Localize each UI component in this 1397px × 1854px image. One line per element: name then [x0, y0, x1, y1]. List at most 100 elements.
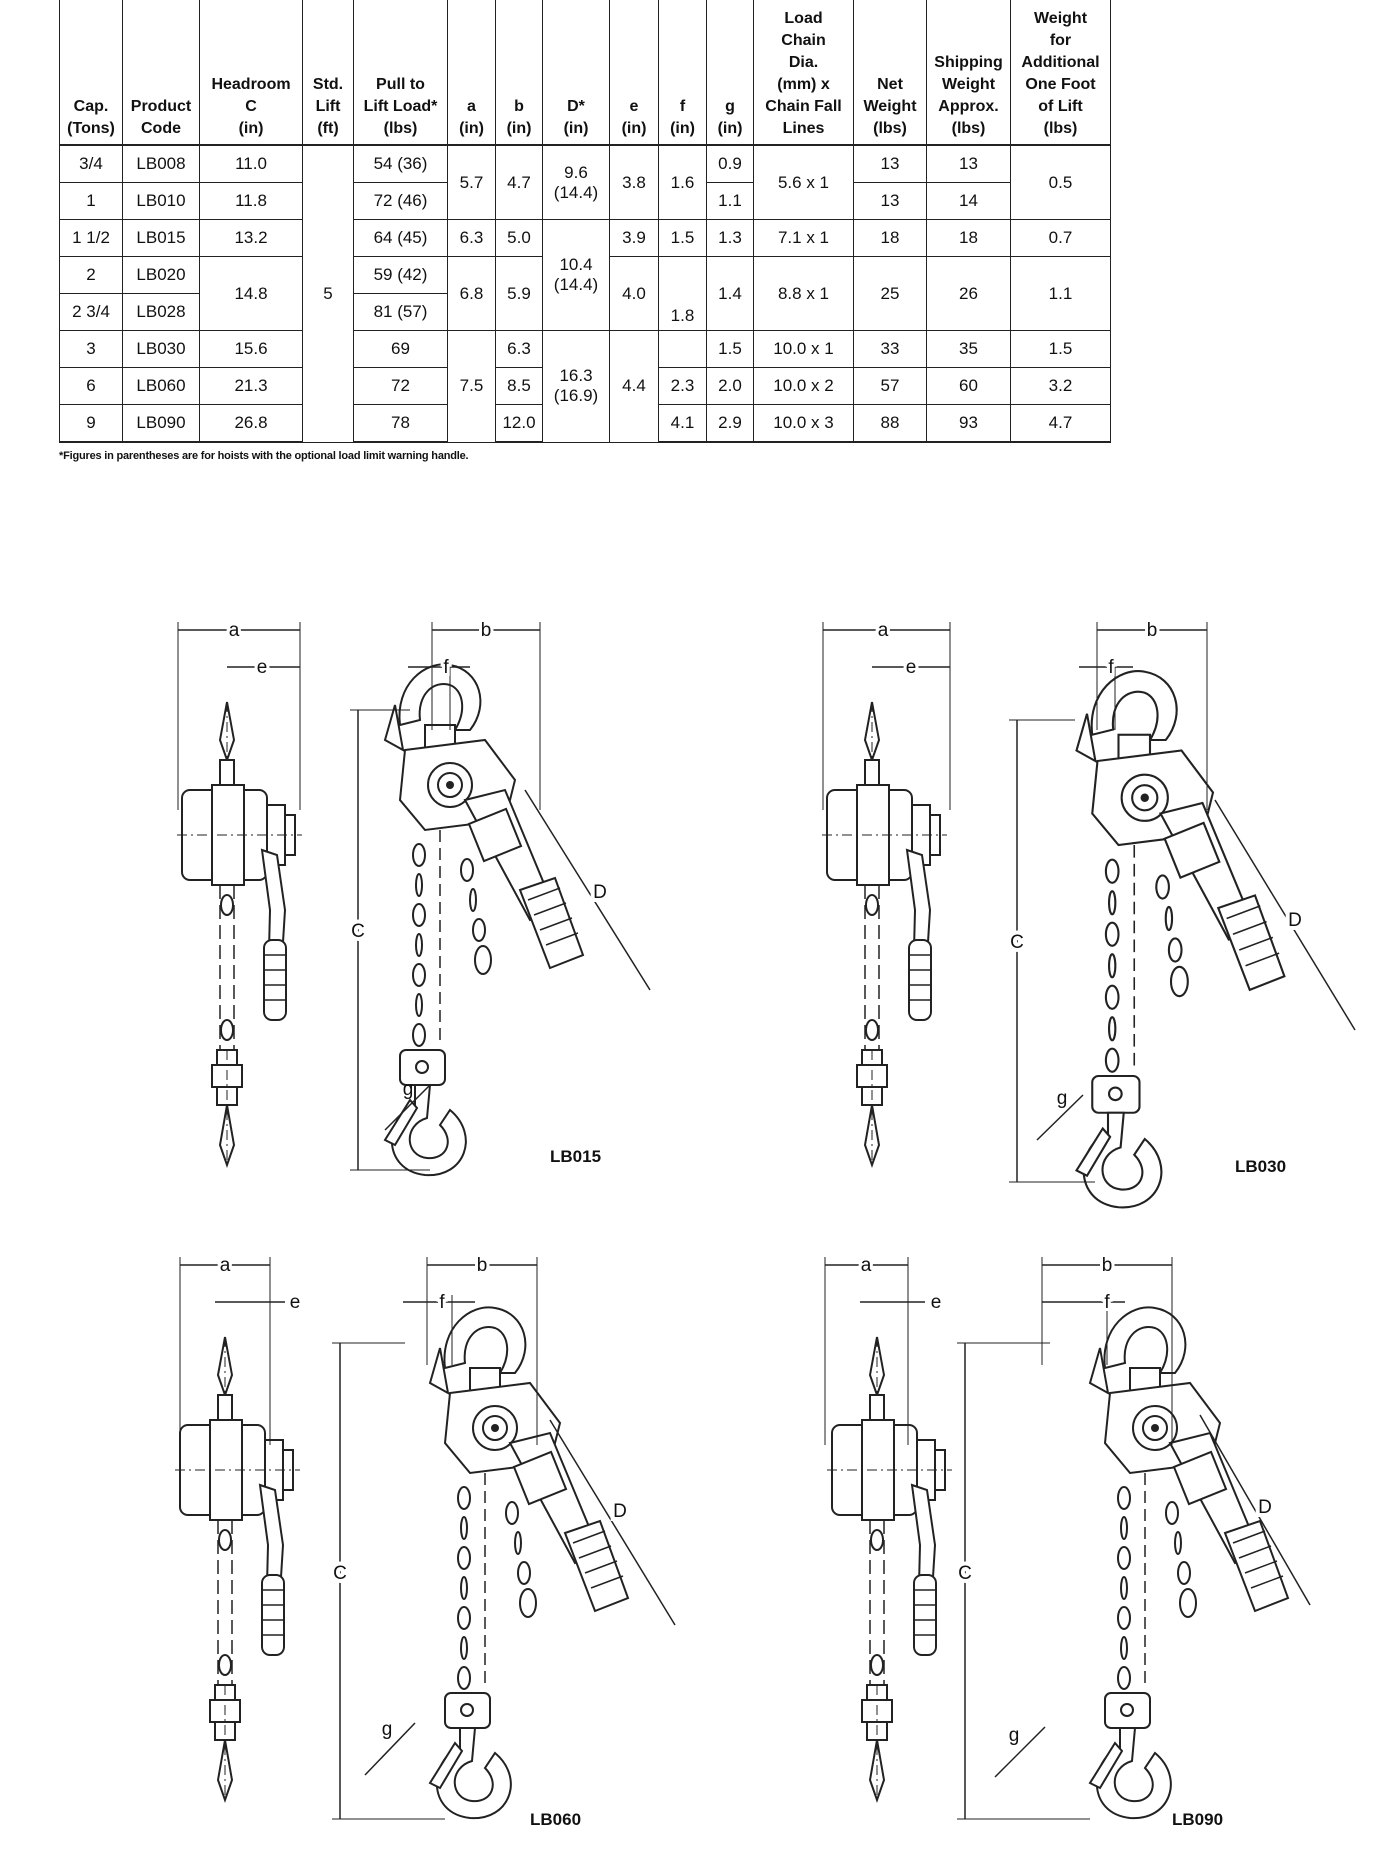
- front-view-drawing: [1089, 1306, 1289, 1820]
- cell-e: 4.4: [609, 330, 659, 443]
- header-cell: g(in): [706, 0, 754, 146]
- cell-extra: 1.5: [1010, 330, 1111, 368]
- cell-pull: 59 (42): [353, 256, 448, 294]
- cell-cap: 1: [59, 182, 123, 220]
- dimension-g: [1036, 1094, 1084, 1141]
- table-row: 3 LB030 15.6 69 7.5 6.3 16.3(16.9) 4.4 1…: [59, 330, 1111, 443]
- cell-a: 6.3: [447, 219, 496, 257]
- cell-b: 12.0: [495, 404, 543, 443]
- label-e: e: [906, 657, 917, 678]
- cell-f: 1.8: [658, 256, 707, 331]
- cell-e: 4.0: [609, 256, 659, 331]
- diagram-lb030: a e b f C D g LB030: [821, 617, 1356, 1209]
- cell-chain: 5.6 x 1: [753, 145, 854, 220]
- cell-net: 88: [853, 404, 927, 443]
- cell-b: 5.0: [495, 219, 543, 257]
- side-view-drawing: [821, 701, 948, 1171]
- cell-e: 3.8: [609, 145, 659, 220]
- cell-net: 13: [853, 182, 927, 220]
- cell-std-lift: 5: [302, 145, 354, 443]
- label-d: D: [1258, 1497, 1272, 1518]
- cell-g: 2.9: [706, 404, 754, 443]
- cell-headroom: 15.6: [199, 330, 303, 368]
- diagram-lb060: a e b f C D g LB060: [174, 1252, 676, 1829]
- cell-pull: 72 (46): [353, 182, 448, 220]
- cell-ship: 35: [926, 330, 1011, 368]
- cell-headroom: 14.8: [199, 256, 303, 331]
- dimension-d: [549, 1419, 676, 1626]
- cell-g: 0.9: [706, 145, 754, 183]
- cell-net: 25: [853, 256, 927, 331]
- cell-cap: 1 1/2: [59, 219, 123, 257]
- header-cell: Cap.(Tons): [59, 0, 123, 146]
- cell-a: 6.8: [447, 256, 496, 331]
- label-e: e: [931, 1292, 942, 1313]
- cell-b: 8.5: [495, 367, 543, 405]
- dimension-g: [994, 1726, 1046, 1778]
- cell-chain: 10.0 x 1: [753, 330, 854, 368]
- cell-extra: 0.5: [1010, 145, 1111, 220]
- cell-headroom: 11.8: [199, 182, 303, 220]
- cell-f: [658, 330, 707, 368]
- cell-net: 13: [853, 145, 927, 183]
- cell-d: 10.4(14.4): [542, 219, 610, 331]
- label-e: e: [257, 657, 268, 678]
- table-row: 6 LB060 21.3 72 8.5 2.3 2.0 10.0 x 2 57 …: [59, 367, 1111, 405]
- model-label: LB090: [1172, 1810, 1223, 1829]
- cell-ship: 14: [926, 182, 1011, 220]
- footnote: *Figures in parentheses are for hoists w…: [59, 450, 469, 462]
- cell-a: 5.7: [447, 145, 496, 220]
- cell-extra: 1.1: [1010, 256, 1111, 331]
- cell-chain: 10.0 x 2: [753, 367, 854, 405]
- model-label: LB030: [1235, 1157, 1286, 1176]
- cell-extra: 4.7: [1010, 404, 1111, 443]
- diagram-lb090: a e b f C D g LB090: [824, 1252, 1311, 1829]
- cell-f: 2.3: [658, 367, 707, 405]
- cell-headroom: 21.3: [199, 367, 303, 405]
- label-f: f: [439, 1292, 445, 1313]
- model-label: LB015: [550, 1147, 601, 1166]
- label-a: a: [220, 1255, 231, 1276]
- cell-cap: 3/4: [59, 145, 123, 183]
- cell-extra: 3.2: [1010, 367, 1111, 405]
- cell-chain: 10.0 x 3: [753, 404, 854, 443]
- cell-code: LB090: [122, 404, 200, 443]
- label-c: C: [1010, 932, 1024, 953]
- label-a: a: [878, 620, 889, 641]
- cell-g: 2.0: [706, 367, 754, 405]
- table-row: 1 1/2 LB015 13.2 64 (45) 6.3 5.0 10.4(14…: [59, 219, 1111, 331]
- cell-ship: 93: [926, 404, 1011, 443]
- cell-pull: 78: [353, 404, 448, 443]
- cell-f: 1.6: [658, 145, 707, 220]
- cell-b: 5.9: [495, 256, 543, 331]
- cell-headroom: 11.0: [199, 145, 303, 183]
- table-row: 1 LB010 11.8 72 (46) 1.1 13 14: [59, 182, 1111, 220]
- label-g: g: [403, 1079, 414, 1100]
- dimension-g: [364, 1722, 416, 1776]
- header-cell: a(in): [447, 0, 496, 146]
- cell-net: 33: [853, 330, 927, 368]
- cell-pull: 64 (45): [353, 219, 448, 257]
- cell-cap: 9: [59, 404, 123, 443]
- cell-cap: 3: [59, 330, 123, 368]
- cell-g: 1.4: [706, 256, 754, 331]
- cell-f: 4.1: [658, 404, 707, 443]
- side-view-drawing: [826, 1336, 953, 1806]
- label-a: a: [229, 620, 240, 641]
- header-cell: Std.Lift(ft): [302, 0, 354, 146]
- label-f: f: [443, 657, 449, 678]
- dimension-d: [524, 789, 651, 991]
- cell-cap: 2: [59, 256, 123, 294]
- header-cell: e(in): [609, 0, 659, 146]
- dimension-d: [1214, 799, 1356, 1031]
- label-c: C: [351, 921, 365, 942]
- cell-pull: 81 (57): [353, 293, 448, 331]
- front-view-drawing: [429, 1306, 629, 1820]
- label-b: b: [1102, 1255, 1113, 1276]
